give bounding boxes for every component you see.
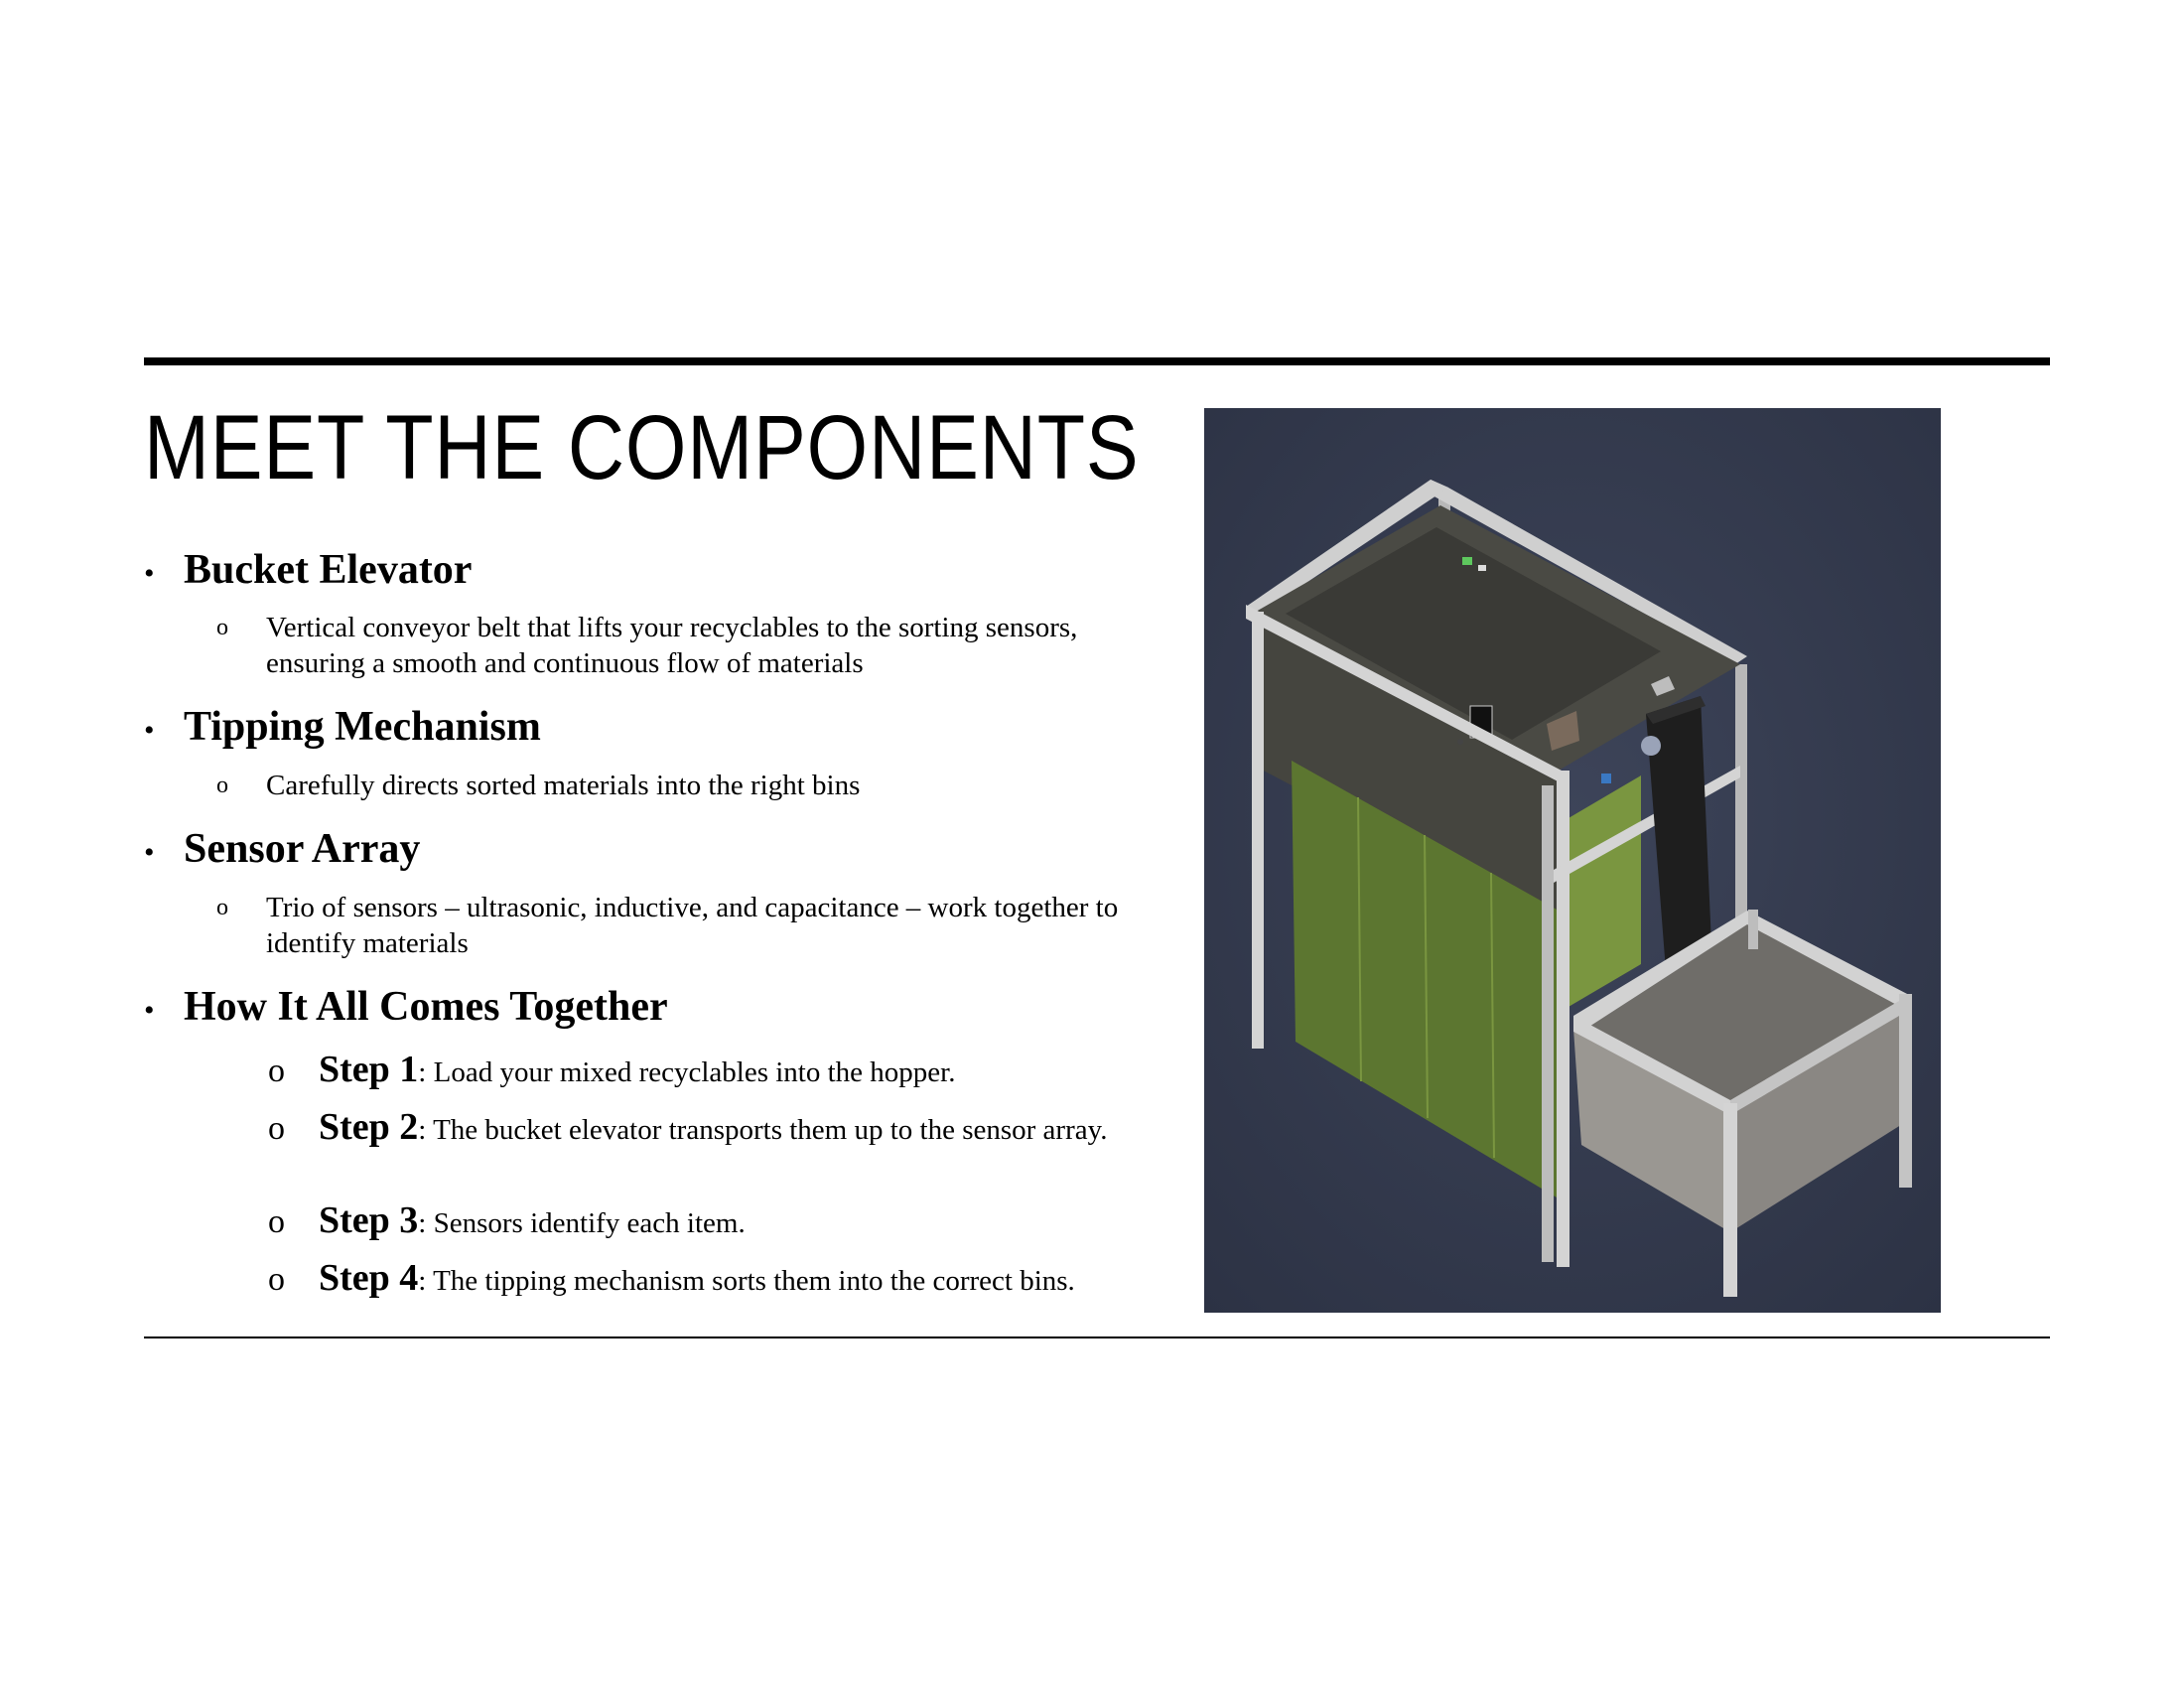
step-separator: : (418, 1114, 427, 1146)
step-separator: : (418, 1056, 427, 1088)
sub-item-text: Carefully directs sorted materials into … (266, 770, 861, 801)
step-text: Load your mixed recyclables into the hop… (426, 1056, 956, 1088)
main-frame-top (1246, 480, 1747, 664)
step-text: Sensors identify each item. (426, 1207, 746, 1239)
step-text: The tipping mechanism sorts them into th… (426, 1265, 1075, 1297)
step-text: The bucket elevator transports them up t… (426, 1114, 1108, 1146)
cad-render-image (1204, 408, 1941, 1313)
sub-item: o Trio of sensors – ultrasonic, inductiv… (216, 890, 1150, 961)
bullet: • (144, 557, 155, 590)
bullet: • (144, 994, 155, 1027)
section-how-it-all-comes-together: • How It All Comes Together (144, 983, 668, 1031)
step-item: o Step 4: The tipping mechanism sorts th… (268, 1259, 1161, 1300)
step-label: Step 2 (319, 1106, 419, 1148)
sub-item-text: Trio of sensors – ultrasonic, inductive,… (266, 892, 1119, 959)
sub-bullet: o (268, 1053, 285, 1089)
section-heading: How It All Comes Together (184, 984, 668, 1030)
step-separator: : (418, 1265, 427, 1297)
section-heading: Bucket Elevator (184, 547, 473, 593)
main-frame-front (1246, 605, 1740, 1267)
sub-bullet: o (216, 895, 228, 920)
bottom-rule (144, 1336, 2050, 1338)
step-item: o Step 1: Load your mixed recyclables in… (268, 1051, 1161, 1091)
page-title: MEET THE COMPONENTS (144, 397, 1140, 498)
sensor-board-icon (1462, 557, 1472, 565)
sub-bullet: o (268, 1203, 285, 1240)
sub-item: o Vertical conveyor belt that lifts your… (216, 610, 1150, 681)
step-label: Step 3 (319, 1199, 419, 1241)
step-item: o Step 2: The bucket elevator transports… (268, 1108, 1161, 1149)
step-separator: : (418, 1207, 427, 1239)
tipping-mechanism (1547, 711, 1579, 751)
sub-bullet: o (216, 773, 228, 798)
step-label: Step 1 (319, 1049, 419, 1090)
section-sensor-array: • Sensor Array (144, 825, 420, 873)
collection-bin (1573, 910, 1912, 1297)
step-item: o Step 3: Sensors identify each item. (268, 1201, 1161, 1242)
sorting-machine-render (1204, 408, 1941, 1313)
step-label: Step 4 (319, 1257, 419, 1299)
bullet: • (144, 836, 155, 869)
section-tipping-mechanism: • Tipping Mechanism (144, 703, 541, 751)
sub-bullet: o (216, 615, 228, 640)
bullet: • (144, 714, 155, 747)
sub-bullet: o (268, 1110, 285, 1147)
top-rule (144, 357, 2050, 365)
sub-bullet: o (268, 1261, 285, 1298)
section-heading: Sensor Array (184, 826, 421, 872)
section-heading: Tipping Mechanism (184, 704, 541, 750)
sub-item-text: Vertical conveyor belt that lifts your r… (266, 612, 1078, 679)
section-bucket-elevator: • Bucket Elevator (144, 546, 472, 594)
hopper-box (1254, 505, 1740, 924)
sub-item: o Carefully directs sorted materials int… (216, 768, 1150, 803)
